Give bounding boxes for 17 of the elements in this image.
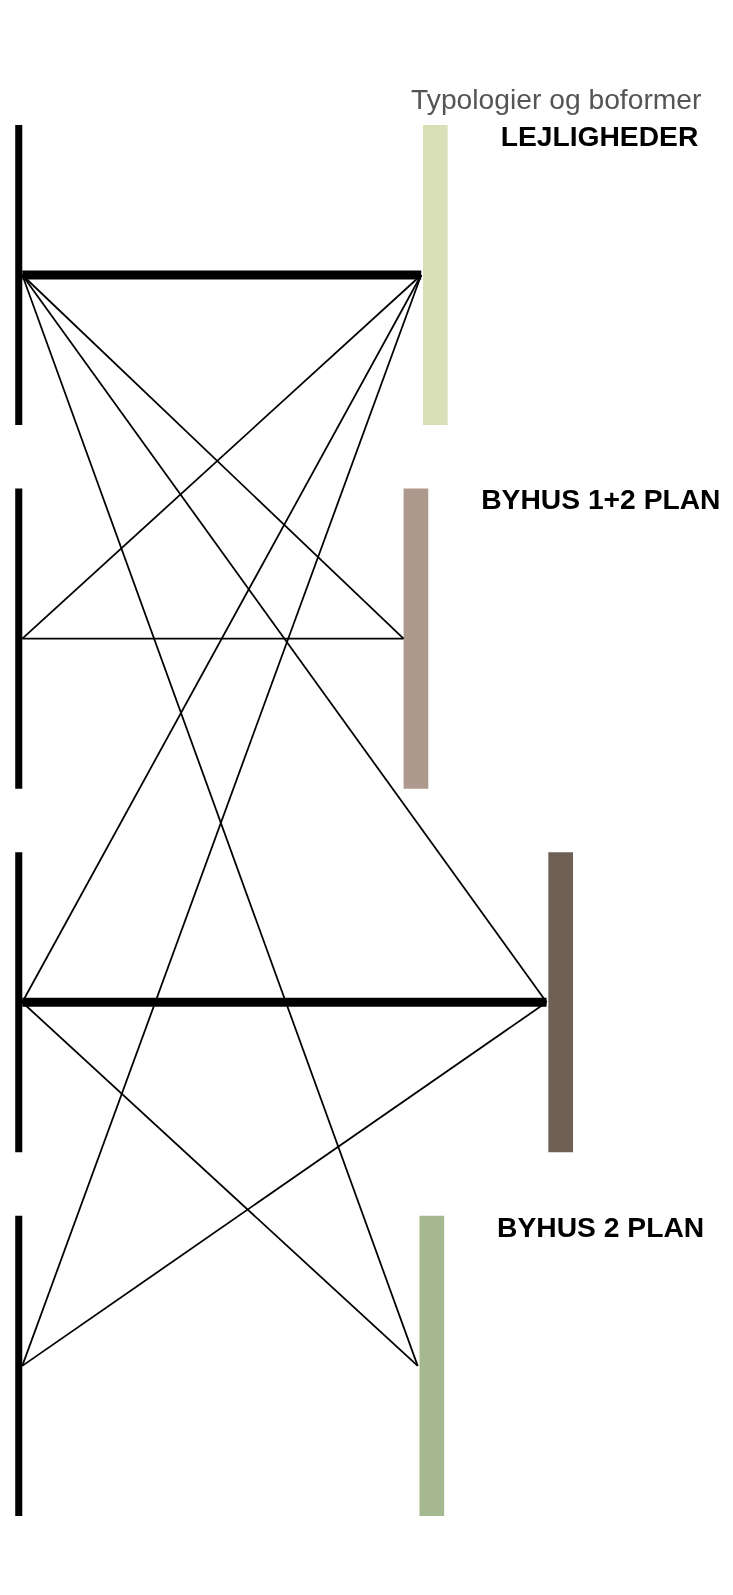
node-label: BYHUS 2 PLAN [497,1210,705,1243]
node-bar [419,1215,445,1516]
connector [22,270,422,280]
node-bar [15,488,23,789]
connector [22,997,547,1007]
node-label: LEJLIGHEDER [500,119,699,152]
diagram-title: Typologier og boformer [411,82,702,115]
node-bar [423,124,448,426]
connector [21,1001,419,1367]
node-bar [15,852,23,1153]
node-bar [548,852,574,1153]
node-label: BYHUS 1+2 PLAN [481,483,721,516]
node-bar [15,1215,23,1516]
node-bar [15,124,23,426]
connector [21,637,405,640]
node-bar [403,488,429,789]
connector [21,1001,548,1367]
